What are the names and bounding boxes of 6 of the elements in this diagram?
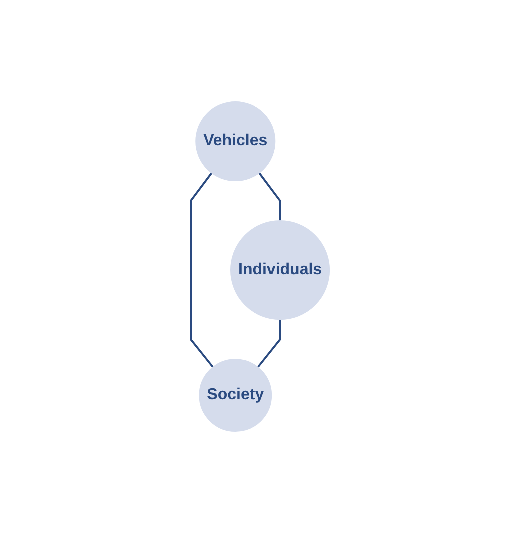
connector [190,172,214,368]
connector [258,172,281,222]
node-circle: Vehicles [195,102,276,182]
node-circle: Individuals [230,220,330,320]
connector [257,320,281,368]
node-circle: Society [198,359,272,432]
